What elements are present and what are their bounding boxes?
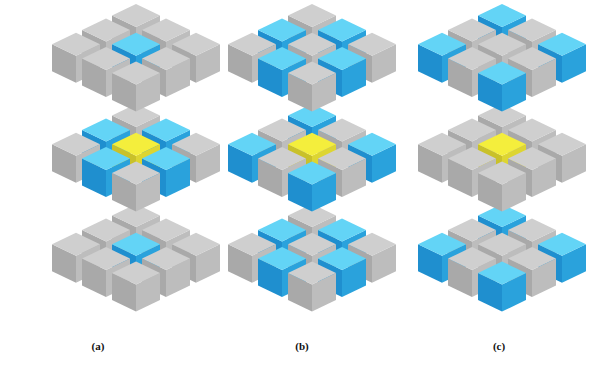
cube-top-face <box>448 47 496 70</box>
cube-top-face <box>228 33 276 56</box>
cube-top-face <box>348 133 396 156</box>
cube-top-face <box>448 18 496 41</box>
cube-layer <box>418 104 586 212</box>
cube-top-face <box>538 233 586 256</box>
cube-top-face <box>288 62 336 85</box>
cube-top-face <box>348 233 396 256</box>
panel-label: (c) <box>493 340 505 352</box>
cube-layer <box>228 204 396 312</box>
cube-top-face <box>82 18 130 41</box>
cube-top-face <box>82 147 130 170</box>
cube-top-face <box>258 47 306 70</box>
cube-top-face <box>508 118 556 141</box>
cube-top-face <box>258 247 306 270</box>
cube-top-face <box>258 147 306 170</box>
cube-top-face <box>318 147 366 170</box>
cube <box>288 262 336 312</box>
cube-top-face <box>348 33 396 56</box>
cube <box>112 62 160 112</box>
cube-top-face <box>288 162 336 185</box>
cube-top-face <box>318 247 366 270</box>
cube-top-face <box>52 133 100 156</box>
cube-top-face <box>142 47 190 70</box>
cube-top-face <box>112 62 160 85</box>
cube-top-face <box>418 33 466 56</box>
cube-top-face <box>172 133 220 156</box>
cube-layer <box>418 204 586 312</box>
panel-label: (a) <box>92 340 105 352</box>
cube-top-face <box>508 18 556 41</box>
cube-top-face <box>142 218 190 241</box>
cube-top-face <box>478 133 526 156</box>
cube-top-face <box>52 233 100 256</box>
cube-top-face <box>228 133 276 156</box>
cube <box>288 162 336 212</box>
cube-layer <box>52 104 220 212</box>
cube-top-face <box>228 233 276 256</box>
cube-top-face <box>448 218 496 241</box>
cube <box>478 162 526 212</box>
cube-top-face <box>258 218 306 241</box>
cube-layer <box>52 4 220 112</box>
cube-top-face <box>142 18 190 41</box>
cube-layer <box>228 4 396 112</box>
cube-top-face <box>508 218 556 241</box>
cube-top-face <box>142 147 190 170</box>
cube-top-face <box>478 62 526 85</box>
cube-top-face <box>448 118 496 141</box>
cube-top-face <box>288 33 336 56</box>
cube-top-face <box>418 133 466 156</box>
cube-layer <box>52 204 220 312</box>
cube-top-face <box>142 247 190 270</box>
cube-top-face <box>418 233 466 256</box>
cube <box>112 262 160 312</box>
cube-top-face <box>448 147 496 170</box>
cube-top-face <box>318 18 366 41</box>
cube-top-face <box>478 233 526 256</box>
cube-top-face <box>82 118 130 141</box>
cube <box>478 62 526 112</box>
cube-top-face <box>258 118 306 141</box>
cube-top-face <box>112 33 160 56</box>
cube-top-face <box>538 33 586 56</box>
cube-top-face <box>258 18 306 41</box>
cube-top-face <box>288 4 336 27</box>
cube-top-face <box>478 162 526 185</box>
cube-top-face <box>508 247 556 270</box>
cube-top-face <box>288 133 336 156</box>
cube-layer <box>228 104 396 212</box>
cube-top-face <box>172 33 220 56</box>
cube-top-face <box>142 118 190 141</box>
cube-top-face <box>318 218 366 241</box>
cube-top-face <box>508 147 556 170</box>
cube <box>112 162 160 212</box>
cube-top-face <box>478 262 526 285</box>
cube-top-face <box>172 233 220 256</box>
cube-top-face <box>112 162 160 185</box>
cube-top-face <box>448 247 496 270</box>
cube-top-face <box>82 218 130 241</box>
cube-top-face <box>478 33 526 56</box>
cube-top-face <box>288 262 336 285</box>
cube-top-face <box>112 233 160 256</box>
cube-top-face <box>52 33 100 56</box>
panel-label: (b) <box>295 340 308 352</box>
cube-top-face <box>318 118 366 141</box>
cube-layer <box>418 4 586 112</box>
cube-top-face <box>538 133 586 156</box>
cube <box>478 262 526 312</box>
cube-top-face <box>112 133 160 156</box>
cube-top-face <box>318 47 366 70</box>
cube-top-face <box>82 247 130 270</box>
cube-top-face <box>112 4 160 27</box>
cube-top-face <box>478 4 526 27</box>
cube-top-face <box>82 47 130 70</box>
cube-top-face <box>288 233 336 256</box>
cube-top-face <box>112 262 160 285</box>
cube <box>288 62 336 112</box>
cube-top-face <box>508 47 556 70</box>
